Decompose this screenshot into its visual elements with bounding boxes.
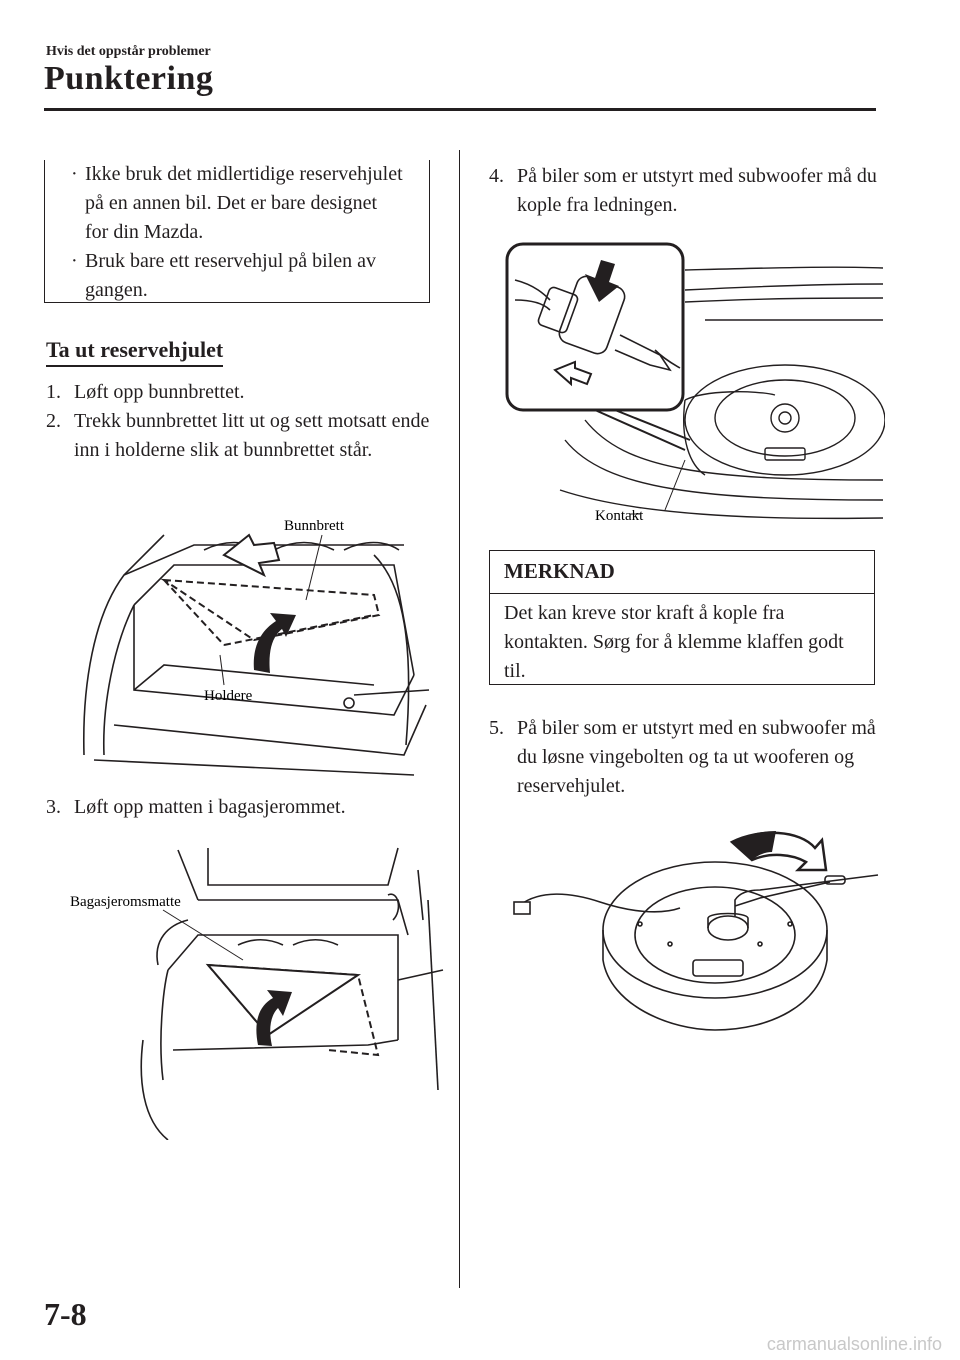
bullet-dot-icon: · [71,163,78,185]
step-text: På biler som er utstyrt med en subwoofer… [517,717,876,797]
note-heading: MERKNAD [504,559,615,583]
up-arrow-icon [256,990,292,1046]
step-text: Løft opp matten i bagasjerommet. [74,796,346,818]
figure-trunk-mat: Bagasjeromsmatte [70,847,444,1140]
bullet-dot-icon: · [71,250,78,272]
caution-item: · Bruk bare ett reservehjul på bilen av … [71,247,405,305]
figure-connector: Kontakt [505,242,885,524]
caution-item-text: Ikke bruk det midlertidige reservehjulet… [85,163,403,243]
step-number: 4. [489,165,504,187]
note-header: MERKNAD [490,551,874,594]
page-number: 7-8 [44,1296,87,1332]
caution-item-text: Bruk bare ett reservehjul på bilen av ga… [85,250,376,301]
breadcrumb: Hvis det oppstår problemer [46,44,211,59]
figure-floor-board: Bunnbrett Holdere [82,518,430,776]
column-divider [459,150,460,1288]
down-arrow-icon [222,533,281,578]
step-1: 1. Løft opp bunnbrettet. [46,378,446,407]
caution-item: · Ikke bruk det midlertidige reservehjul… [71,160,405,247]
step-text: På biler som er utstyrt med subwoofer må… [517,165,877,216]
title-divider [44,108,876,111]
note-box: MERKNAD Det kan kreve stor kraft å kople… [489,550,875,685]
step-4: 4. På biler som er utstyrt med subwoofer… [489,162,879,220]
page-title: Punktering [44,60,214,97]
step-number: 5. [489,717,504,739]
step-number: 1. [46,381,61,403]
up-arrow-icon [253,613,296,673]
watermark: carmanualsonline.info [766,1334,942,1354]
figure-spare-wheel [513,831,879,1031]
section-heading: Ta ut reservehjulet [46,337,224,367]
figure-label: Bagasjeromsmatte [70,894,181,910]
step-number: 2. [46,410,61,432]
caution-box: · Ikke bruk det midlertidige reservehjul… [44,160,430,303]
note-text: Det kan kreve stor kraft å kople fra kon… [504,602,844,682]
step-5: 5. På biler som er utstyrt med en subwoo… [489,714,879,801]
step-number: 3. [46,796,61,818]
step-3: 3. Løft opp matten i bagasjerommet. [46,793,446,822]
step-2: 2. Trekk bunnbrettet litt ut og sett mot… [46,407,446,465]
figure-label: Bunnbrett [284,518,345,534]
step-text: Trekk bunnbrettet litt ut og sett motsat… [74,410,430,461]
down-arrow-icon [585,260,619,302]
figure-label: Kontakt [595,508,644,524]
step-text: Løft opp bunnbrettet. [74,381,245,403]
figure-label: Holdere [204,688,253,704]
